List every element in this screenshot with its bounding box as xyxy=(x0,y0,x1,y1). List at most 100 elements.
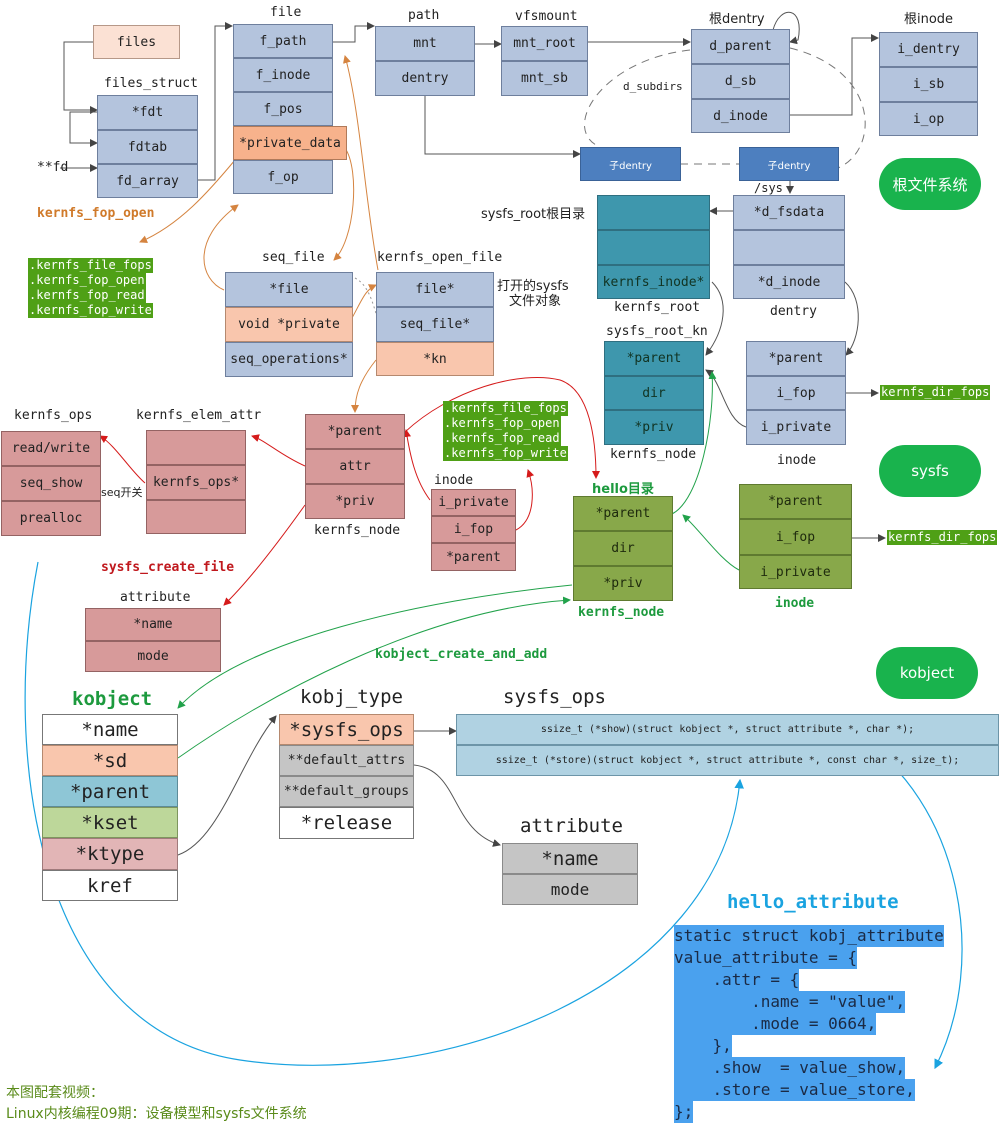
open-file-note-1: 打开的sysfs xyxy=(497,279,569,294)
d-subdirs-label: d_subdirs xyxy=(623,80,683,93)
kernfs-node-file-parent: *parent xyxy=(305,414,405,449)
hello-inode-caption: inode xyxy=(775,596,815,611)
kobject-sd: *sd xyxy=(42,745,178,776)
mid-fops-3: .kernfs_fop_write xyxy=(443,446,568,461)
sysfs-pill: sysfs xyxy=(879,445,981,497)
code-line-4: .mode = 0664, xyxy=(674,1013,877,1035)
kobject-title: kobject xyxy=(72,688,153,710)
files-struct-fdt: *fdt xyxy=(97,95,198,130)
sysfs-create-file-label: sysfs_create_file xyxy=(101,560,235,575)
kobject-kset: *kset xyxy=(42,807,178,838)
vfsmount-title: vfsmount xyxy=(515,9,578,24)
kernfs-ops-read-write: read/write xyxy=(1,431,101,466)
inode-file-title: inode xyxy=(434,473,474,488)
hello-dir-priv: *priv xyxy=(573,566,673,601)
code-line-3: .name = "value", xyxy=(674,991,906,1013)
code-line-7: .store = value_store, xyxy=(674,1079,915,1101)
root-inode-i-dentry: i_dentry xyxy=(879,32,978,67)
root-dentry-d-parent: d_parent xyxy=(691,29,790,64)
sysfs-root-field-0 xyxy=(597,195,710,230)
sysfs-root-label: sysfs_root根目录 xyxy=(481,207,586,222)
sysfs-root-kn-parent: *parent xyxy=(604,341,704,376)
kernfs-node-file-attr: attr xyxy=(305,449,405,484)
attribute-small-title: attribute xyxy=(120,590,191,605)
hello-inode-parent: *parent xyxy=(739,484,852,519)
kobject-ktype: *ktype xyxy=(42,838,178,870)
kernfs-fop-open-label: kernfs_fop_open xyxy=(37,206,155,221)
kernfs-ops-title: kernfs_ops xyxy=(14,408,93,423)
sys-dentry-field-1 xyxy=(733,230,845,265)
seq-file-private: void *private xyxy=(225,307,353,342)
seq-file-seq-ops: seq_operations* xyxy=(225,342,353,377)
vfsmount-mnt-sb: mnt_sb xyxy=(501,61,588,96)
kobject-parent: *parent xyxy=(42,776,178,807)
path-title: path xyxy=(408,8,440,23)
kernfs-ops-seq-show: seq_show xyxy=(1,466,101,501)
kernfs-open-file-title: kernfs_open_file xyxy=(377,250,503,265)
kernfs-open-file-seq-file: seq_file* xyxy=(376,307,494,342)
mid-fops-2: .kernfs_fop_read xyxy=(443,431,561,446)
files-struct-fd-array: fd_array xyxy=(97,164,198,198)
hello-attribute-code: static struct kobj_attribute value_attri… xyxy=(674,925,944,1123)
path-mnt: mnt xyxy=(375,26,475,61)
sysfs-root-kn-priv: *priv xyxy=(604,410,704,445)
left-fops-1: .kernfs_fop_open xyxy=(28,273,146,288)
left-fops-3: .kernfs_fop_write xyxy=(28,303,153,318)
mid-fops-1: .kernfs_fop_open xyxy=(443,416,561,431)
file-f-pos: f_pos xyxy=(233,92,333,126)
kobj-type-default-groups: **default_groups xyxy=(279,776,414,807)
kobject-pill: kobject xyxy=(876,647,978,699)
sysfs-ops-title: sysfs_ops xyxy=(503,686,606,708)
files-struct-title: files_struct xyxy=(104,76,198,91)
attribute-big-mode: mode xyxy=(502,874,638,905)
kernfs-node-file-priv: *priv xyxy=(305,484,405,519)
kobj-type-release: *release xyxy=(279,807,414,839)
sysfs-ops-show: ssize_t (*show)(struct kobject *, struct… xyxy=(456,714,999,745)
root-dentry-d-inode: d_inode xyxy=(691,99,790,133)
file-f-op: f_op xyxy=(233,160,333,194)
left-fops-list: .kernfs_file_fops .kernfs_fop_open .kern… xyxy=(28,258,153,318)
hello-dir-caption: kernfs_node xyxy=(578,605,665,620)
kernfs-open-file-kn: *kn xyxy=(376,342,494,376)
seq-file-file: *file xyxy=(225,272,353,307)
kernfs-open-file-file: file* xyxy=(376,272,494,307)
fd-label: **fd xyxy=(37,160,69,175)
left-fops-2: .kernfs_fop_read xyxy=(28,288,146,303)
kernfs-node-file-caption: kernfs_node xyxy=(314,523,401,538)
code-line-1: value_attribute = { xyxy=(674,947,858,969)
sysfs-root-kn-caption: kernfs_node xyxy=(610,447,697,462)
sysfs-root-field-1 xyxy=(597,230,710,265)
files-box: files xyxy=(93,25,180,59)
kobject-create-label: kobject_create_and_add xyxy=(375,647,548,662)
hello-attribute-title: hello_attribute xyxy=(727,891,899,913)
root-inode2-parent: *parent xyxy=(746,341,846,376)
root-inode-i-sb: i_sb xyxy=(879,67,978,102)
root-inode-title: 根inode xyxy=(904,12,954,27)
sysfs-root-kn-dir: dir xyxy=(604,376,704,410)
hello-inode-i-private: i_private xyxy=(739,555,852,589)
root-inode2-i-private: i_private xyxy=(746,410,846,445)
hello-inode-fops-label: kernfs_dir_fops xyxy=(887,530,998,545)
kernfs-elem-attr-ops: kernfs_ops* xyxy=(146,465,246,500)
open-file-note-2: 文件对象 xyxy=(509,294,562,309)
kobj-type-title: kobj_type xyxy=(300,686,403,708)
attribute-small-mode: mode xyxy=(85,641,221,672)
code-line-6: .show = value_show, xyxy=(674,1057,906,1079)
kobj-type-default-attrs: **default_attrs xyxy=(279,745,414,776)
sysfs-root-kn-title: sysfs_root_kn xyxy=(606,324,708,339)
kernfs-ops-prealloc: prealloc xyxy=(1,501,101,536)
root-inode2-caption: inode xyxy=(777,453,817,468)
root-inode2-fops-label: kernfs_dir_fops xyxy=(880,385,991,400)
mid-fops-0: .kernfs_file_fops xyxy=(443,401,568,416)
sys-dentry-caption: dentry xyxy=(770,304,817,319)
kernfs-elem-attr-field-2 xyxy=(146,500,246,534)
sysfs-root-caption: kernfs_root xyxy=(614,300,701,315)
attribute-small-name: *name xyxy=(85,608,221,641)
sysfs-ops-store: ssize_t (*store)(struct kobject *, struc… xyxy=(456,745,999,776)
code-line-8: }; xyxy=(674,1101,694,1123)
files-struct-fdtab: fdtab xyxy=(97,130,198,164)
sys-dentry-d-inode: *d_inode xyxy=(733,265,845,299)
mid-fops-list: .kernfs_file_fops .kernfs_fop_open .kern… xyxy=(443,401,568,461)
child-dentry-b: 子dentry xyxy=(739,147,839,181)
